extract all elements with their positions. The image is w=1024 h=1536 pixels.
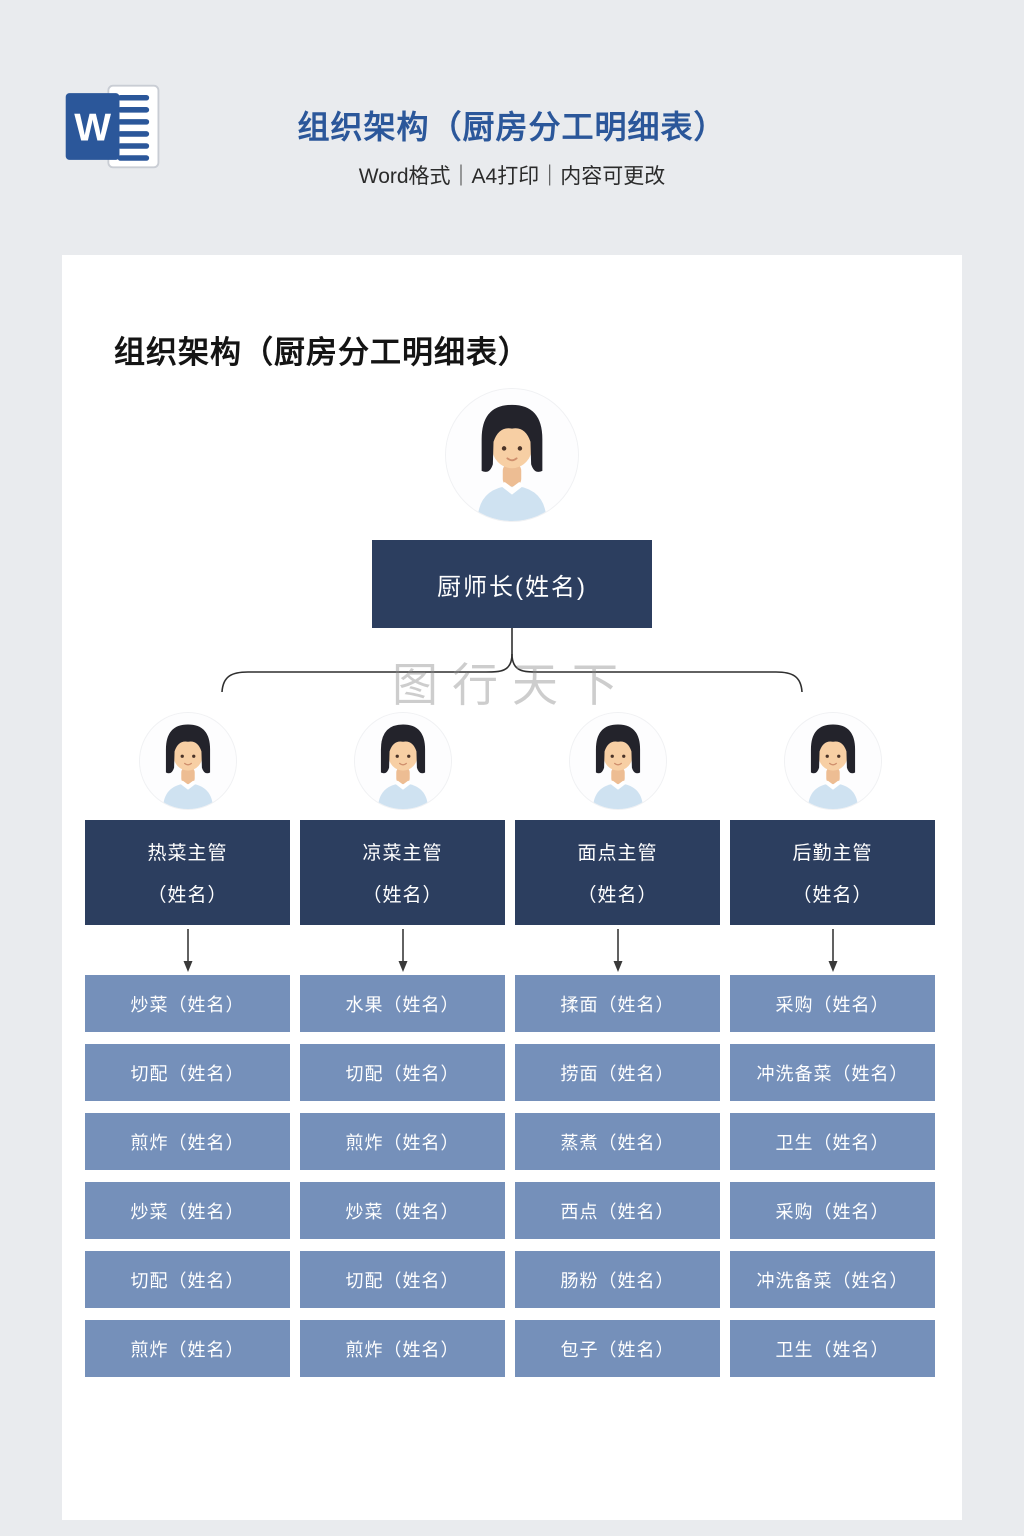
role-box: 水果（姓名） <box>300 975 505 1032</box>
down-arrow-icon <box>182 928 193 973</box>
role-box: 揉面（姓名） <box>515 975 720 1032</box>
role-box: 西点（姓名） <box>515 1182 720 1239</box>
connector-brace <box>221 628 803 693</box>
role-box: 卫生（姓名） <box>730 1320 935 1377</box>
header: W 组织架构（厨房分工明细表） Word格式｜A4打印｜内容可更改 <box>0 0 1024 255</box>
down-arrow-icon <box>827 928 838 973</box>
manager-avatar <box>784 713 881 809</box>
department-column-pastry: 面点主管 （姓名） 揉面（姓名） 捞面（姓名） 蒸煮（姓名） 西点（姓名） 肠粉… <box>515 713 720 1377</box>
department-column-cold-dishes: 凉菜主管 （姓名） 水果（姓名） 切配（姓名） 煎炸（姓名） 炒菜（姓名） 切配… <box>300 713 505 1377</box>
role-box: 采购（姓名） <box>730 1182 935 1239</box>
manager-box: 面点主管 （姓名） <box>515 820 720 925</box>
manager-avatar <box>569 713 666 809</box>
down-arrow-icon <box>612 928 623 973</box>
manager-title: 凉菜主管 <box>362 843 443 864</box>
manager-name: （姓名） <box>147 885 228 906</box>
role-box: 煎炸（姓名） <box>300 1320 505 1377</box>
department-column-hot-dishes: 热菜主管 （姓名） 炒菜（姓名） 切配（姓名） 煎炸（姓名） 炒菜（姓名） 切配… <box>85 713 290 1377</box>
manager-box: 凉菜主管 （姓名） <box>300 820 505 925</box>
manager-name: （姓名） <box>792 885 873 906</box>
manager-name: （姓名） <box>362 885 443 906</box>
down-arrow-icon <box>397 928 408 973</box>
page-heading: 组织架构（厨房分工明细表） <box>114 335 530 370</box>
manager-name: （姓名） <box>577 885 658 906</box>
manager-box: 后勤主管 （姓名） <box>730 820 935 925</box>
chief-box: 厨师长(姓名) <box>372 540 652 628</box>
manager-title: 后勤主管 <box>792 843 873 864</box>
manager-title: 热菜主管 <box>147 843 228 864</box>
role-box: 煎炸（姓名） <box>300 1113 505 1170</box>
role-box: 炒菜（姓名） <box>85 975 290 1032</box>
role-box: 切配（姓名） <box>85 1044 290 1101</box>
role-box: 炒菜（姓名） <box>300 1182 505 1239</box>
document-page: 组织架构（厨房分工明细表） 厨师长(姓名) 图行天下 热菜主管 （姓名） 炒菜（… <box>62 255 962 1520</box>
role-box: 采购（姓名） <box>730 975 935 1032</box>
role-box: 蒸煮（姓名） <box>515 1113 720 1170</box>
role-box: 捞面（姓名） <box>515 1044 720 1101</box>
word-icon-letter: W <box>74 106 111 149</box>
role-box: 切配（姓名） <box>300 1251 505 1308</box>
role-box: 切配（姓名） <box>85 1251 290 1308</box>
manager-avatar <box>139 713 236 809</box>
manager-avatar <box>354 713 451 809</box>
manager-box: 热菜主管 （姓名） <box>85 820 290 925</box>
role-box: 炒菜（姓名） <box>85 1182 290 1239</box>
role-box: 肠粉（姓名） <box>515 1251 720 1308</box>
manager-title: 面点主管 <box>577 843 658 864</box>
role-box: 包子（姓名） <box>515 1320 720 1377</box>
role-box: 煎炸（姓名） <box>85 1113 290 1170</box>
document-title: 组织架构（厨房分工明细表） <box>297 109 727 145</box>
role-box: 卫生（姓名） <box>730 1113 935 1170</box>
chief-avatar <box>446 389 578 521</box>
document-subtitle: Word格式｜A4打印｜内容可更改 <box>358 165 666 188</box>
role-box: 冲洗备菜（姓名） <box>730 1044 935 1101</box>
role-box: 切配（姓名） <box>300 1044 505 1101</box>
word-file-icon: W <box>62 82 164 170</box>
role-box: 煎炸（姓名） <box>85 1320 290 1377</box>
role-box: 冲洗备菜（姓名） <box>730 1251 935 1308</box>
department-column-logistics: 后勤主管 （姓名） 采购（姓名） 冲洗备菜（姓名） 卫生（姓名） 采购（姓名） … <box>730 713 935 1377</box>
